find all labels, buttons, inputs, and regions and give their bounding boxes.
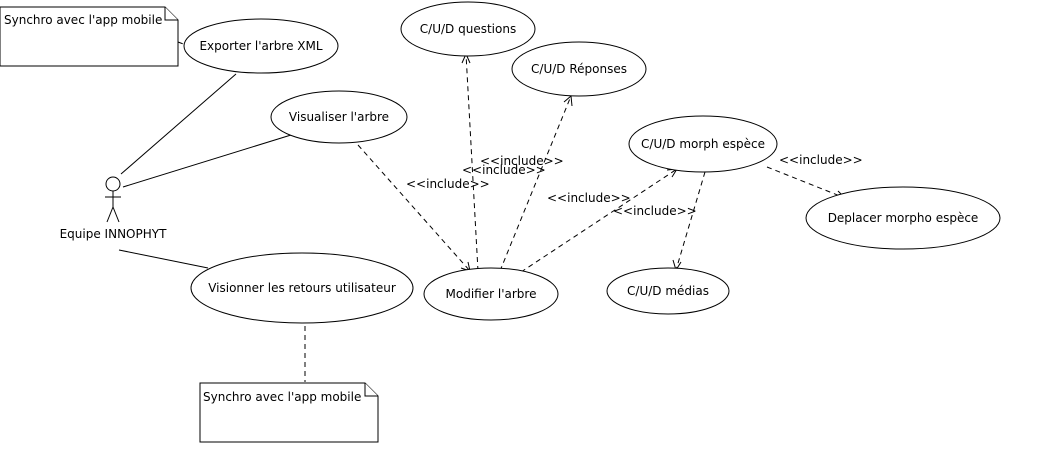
include-modifier-morph [520,168,678,273]
use-case-questions[interactable]: C/U/D questions [400,1,536,57]
include-label-modifier-questions: <<include>> [462,163,546,177]
actor-equipe-innophyt: Equipe INNOPHYT [60,176,167,241]
use-case-morph-label: C/U/D morph espèce [641,137,765,151]
use-case-modifier[interactable]: Modifier l'arbre [423,267,559,321]
note-top: Synchro avec l'app mobile [0,6,179,67]
use-case-questions-label: C/U/D questions [420,22,516,36]
note-bottom-text: Synchro avec l'app mobile [203,390,361,404]
use-case-reponses-label: C/U/D Réponses [531,62,627,76]
use-case-exporter[interactable]: Exporter l'arbre XML [183,18,339,74]
include-label-morph-medias: <<include>> [613,204,697,218]
note-top-anchor [177,41,187,46]
use-case-visualiser[interactable]: Visualiser l'arbre [270,90,408,144]
use-case-medias[interactable]: C/U/D médias [606,267,730,315]
include-label-modifier-morph: <<include>> [547,191,631,205]
actor-head [105,176,121,192]
use-case-visualiser-label: Visualiser l'arbre [289,110,389,124]
association-visionner [118,249,209,269]
use-case-modifier-label: Modifier l'arbre [446,287,537,301]
note-bottom: Synchro avec l'app mobile [199,382,379,443]
note-top-text: Synchro avec l'app mobile [4,13,162,27]
include-label-modifier-reponses: <<include>> [480,154,564,168]
use-case-medias-label: C/U/D médias [627,284,709,298]
association-exporter [120,73,237,175]
use-case-deplacer[interactable]: Deplacer morpho espèce [805,186,1001,250]
use-case-deplacer-label: Deplacer morpho espèce [828,211,979,225]
actor-label: Equipe INNOPHYT [60,227,167,241]
use-case-visionner-label: Visionner les retours utilisateur [208,281,396,295]
include-visualiser-modifier [357,144,471,272]
include-label-visualiser-modifier: <<include>> [406,177,490,191]
use-case-morph[interactable]: C/U/D morph espèce [628,115,778,173]
include-morph-medias [672,171,706,272]
include-modifier-reponses [499,94,573,272]
use-case-reponses[interactable]: C/U/D Réponses [511,41,647,97]
use-case-exporter-label: Exporter l'arbre XML [199,39,322,53]
include-morph-deplacer [766,166,847,200]
use-case-visionner[interactable]: Visionner les retours utilisateur [190,252,414,324]
association-visualiser [122,134,292,188]
include-label-morph-deplacer: <<include>> [779,153,863,167]
